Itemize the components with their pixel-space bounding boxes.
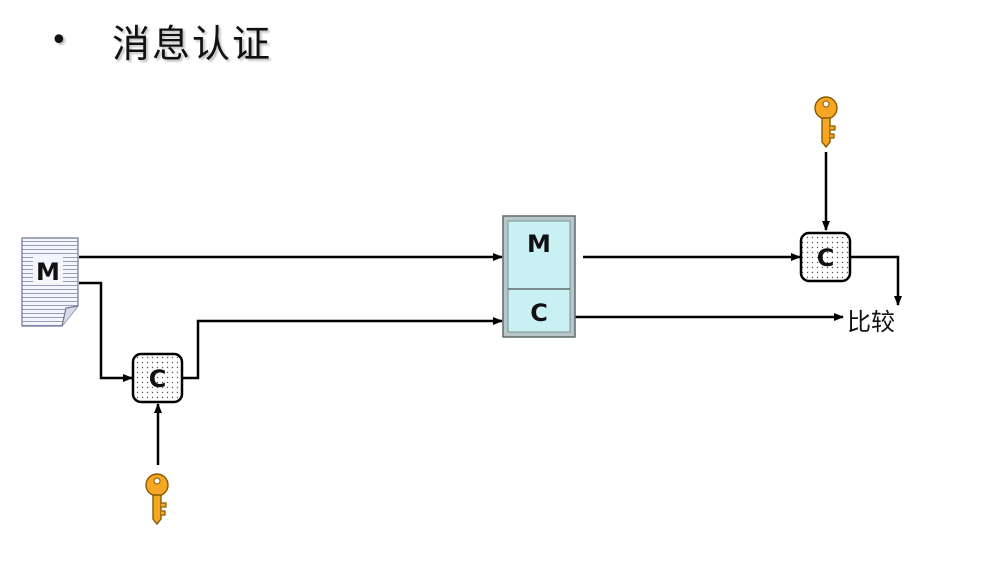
packet-message-label: M xyxy=(527,230,551,258)
sender-mac-label: C xyxy=(149,365,167,393)
receiver-mac-to-compare-arrow xyxy=(851,255,902,306)
compare-label: 比较 xyxy=(847,308,895,336)
key-icon xyxy=(814,96,838,149)
message-document: M xyxy=(21,237,79,327)
slide-title: • 消息认证 xyxy=(50,12,272,68)
sender-mac-box: C xyxy=(131,352,184,404)
page-title: 消息认证 xyxy=(112,21,273,66)
receiver-mac-box: C xyxy=(799,231,852,283)
document-fold xyxy=(61,305,79,327)
document-label-bg xyxy=(33,257,63,285)
key-icon xyxy=(145,473,169,526)
title-bullet: • xyxy=(50,22,68,58)
transmitted-packet: M C xyxy=(502,215,576,338)
mac-to-packet-arrow xyxy=(183,317,503,380)
document-label: M xyxy=(36,258,60,286)
packet-mac-label: C xyxy=(530,299,548,327)
receiver-mac-label: C xyxy=(817,244,835,272)
message-to-mac-arrow xyxy=(79,281,133,382)
